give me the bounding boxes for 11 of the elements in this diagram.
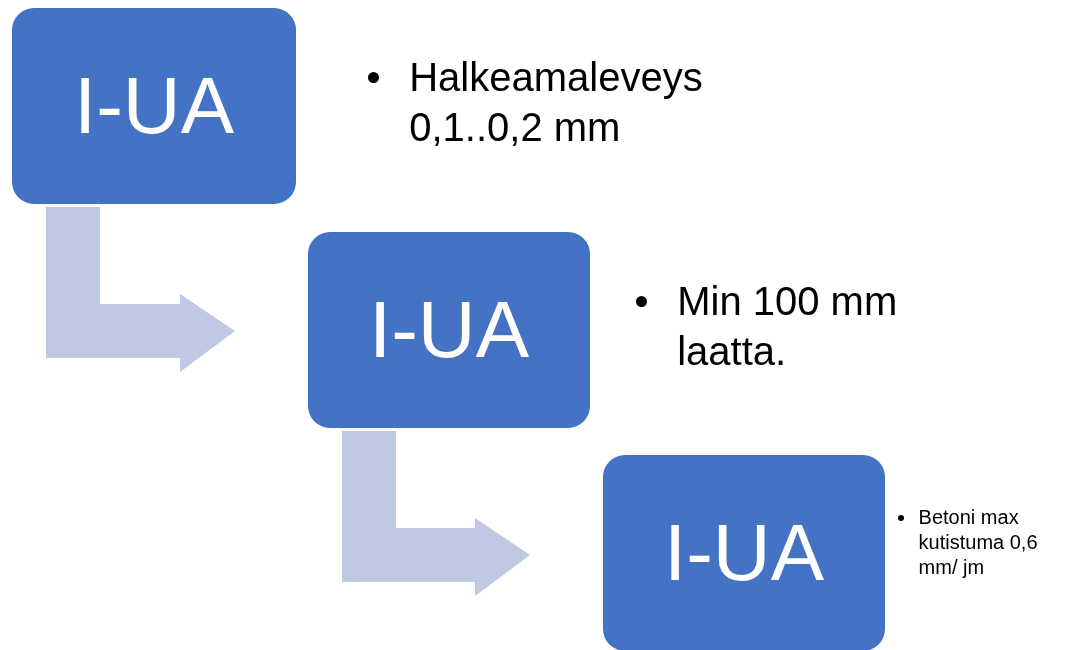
bent-arrow: [46, 207, 235, 372]
process-box: [12, 8, 296, 204]
process-box: [308, 232, 590, 428]
box-label: I-UA: [664, 513, 824, 593]
process-box: [603, 455, 885, 650]
bullet-text: Min 100 mm laatta.: [677, 278, 899, 375]
bullet-text: Betoni max kutistuma 0,6 mm/ jm: [918, 505, 1039, 580]
box-label: I-UA: [369, 290, 529, 370]
box-label: I-UA: [74, 66, 234, 146]
bent-arrow: [342, 431, 530, 596]
bullet-text: Halkeamaleveys 0,1..0,2 mm: [409, 54, 704, 151]
